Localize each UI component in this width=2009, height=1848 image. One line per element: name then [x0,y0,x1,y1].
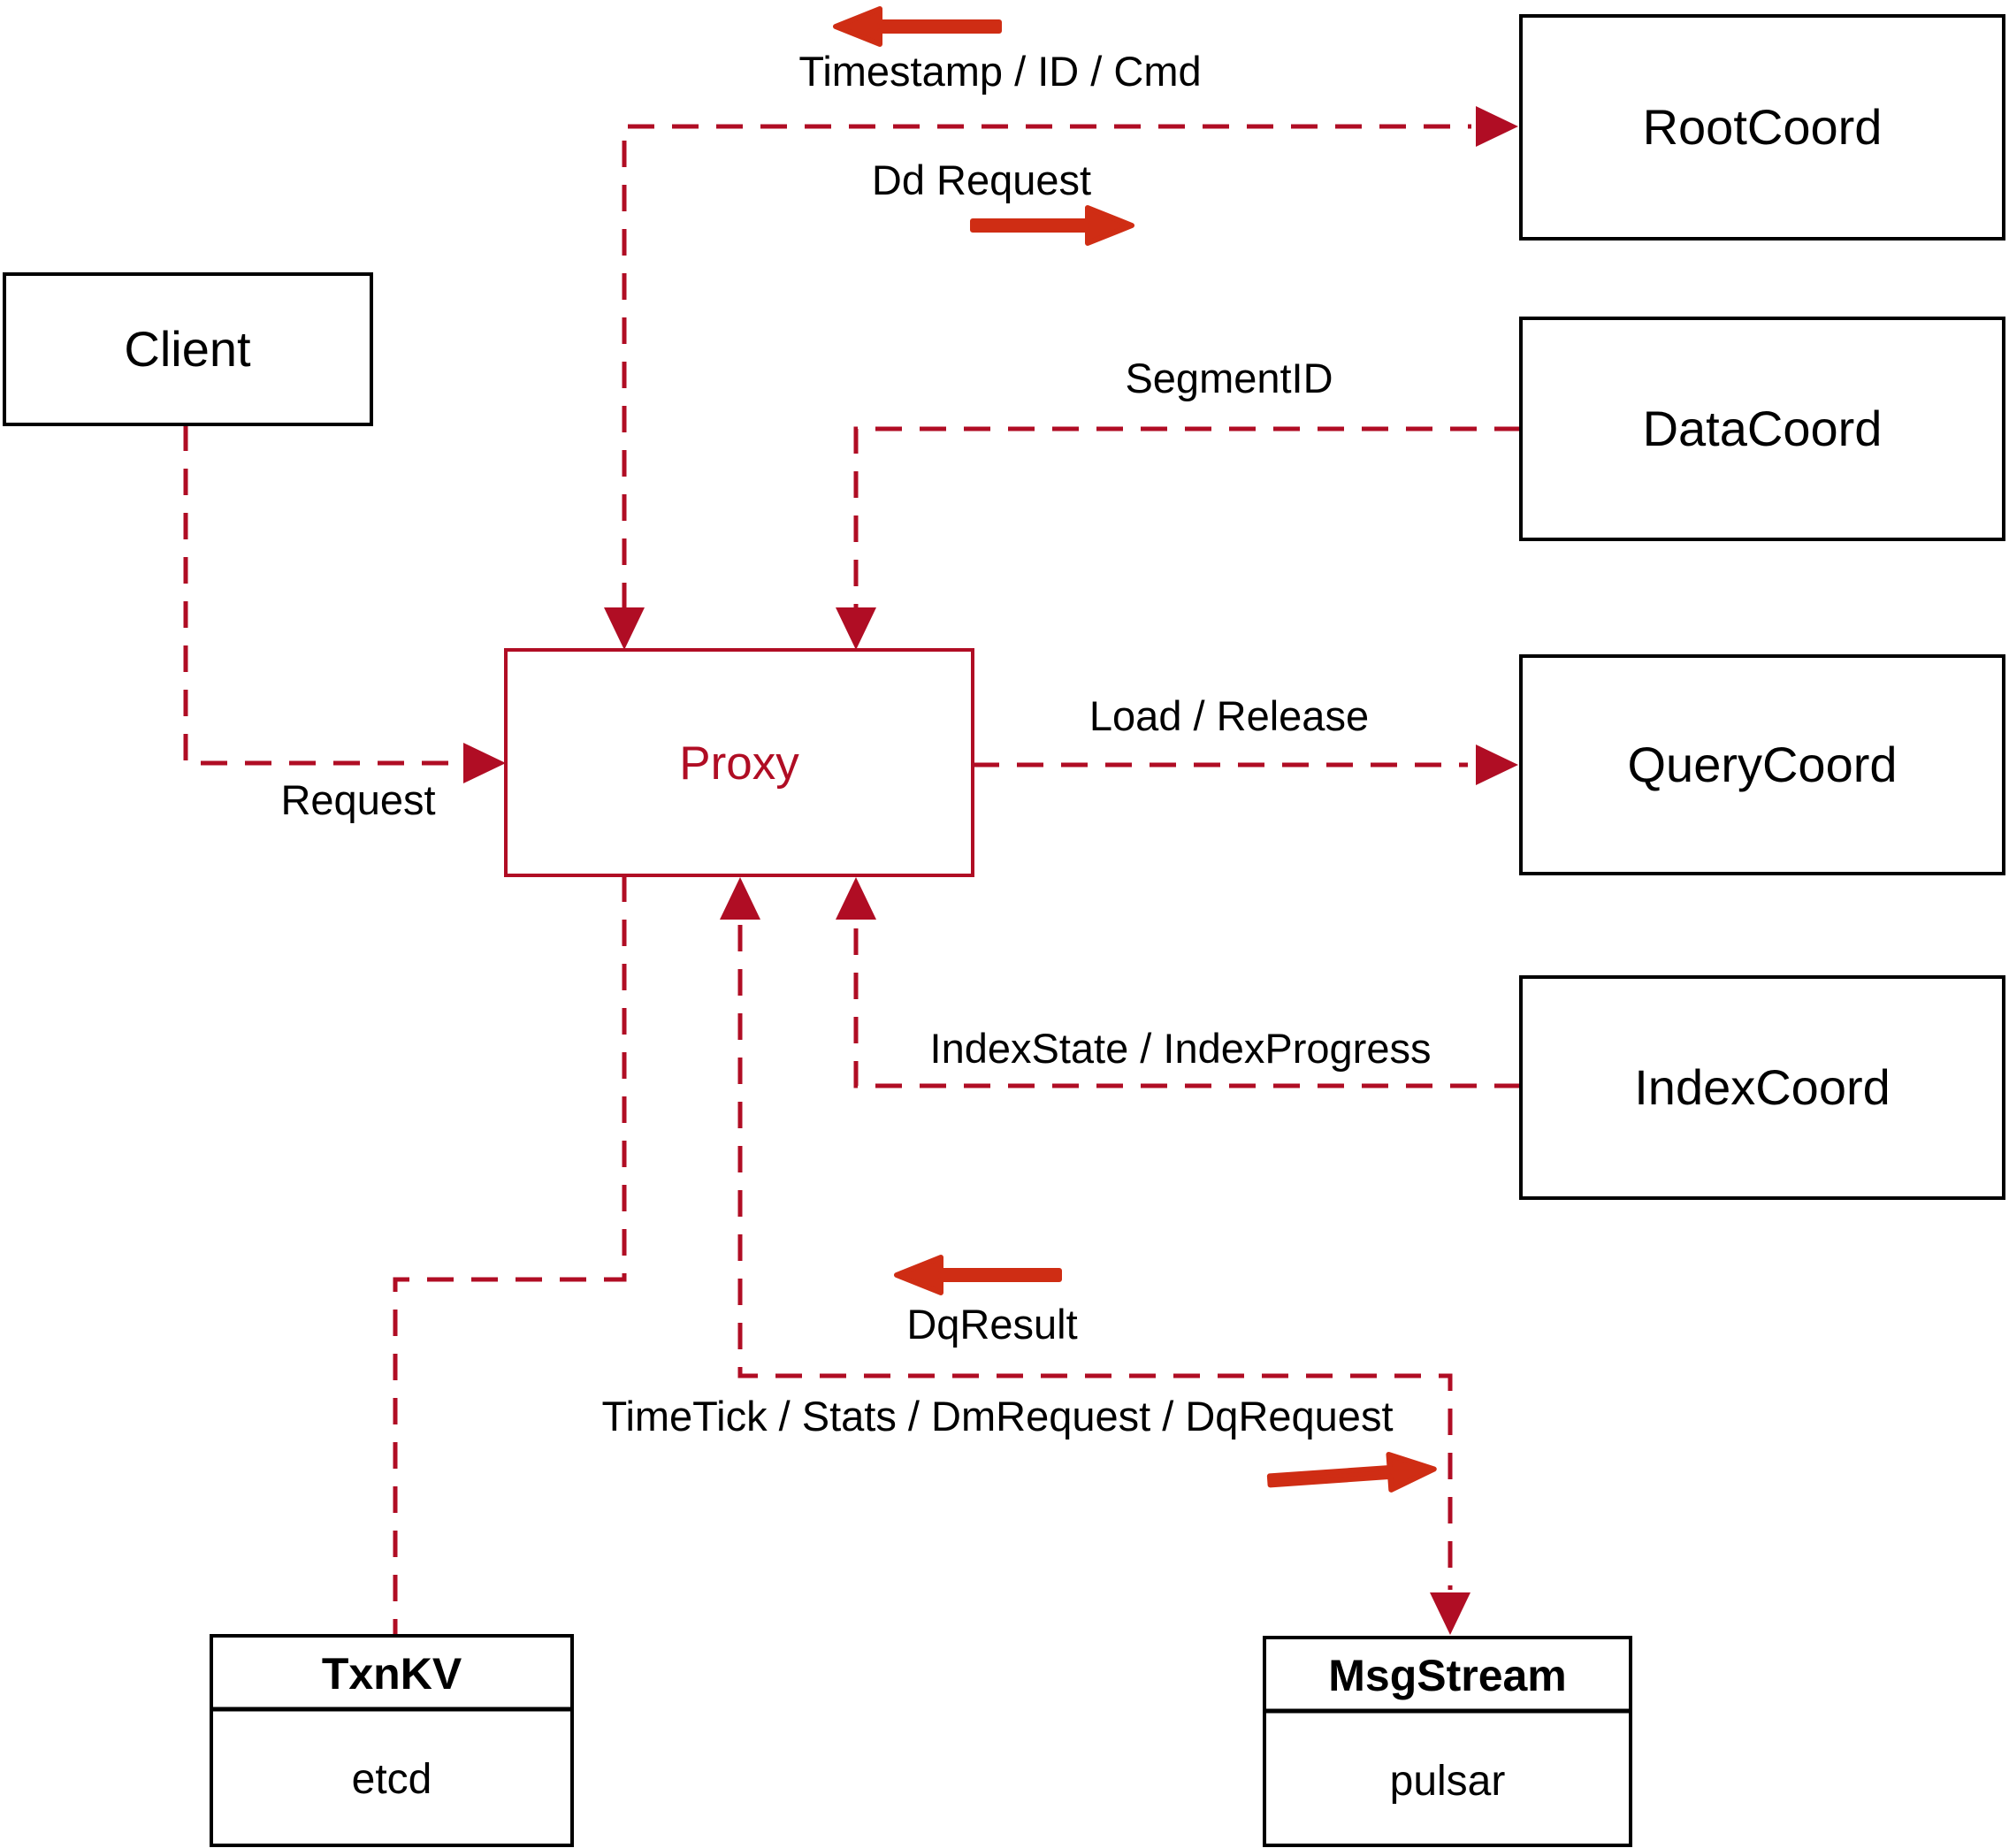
edge-label-index-state-progress: IndexState / IndexProgress [930,1025,1432,1072]
edge-label-dd-request: Dd Request [872,157,1091,203]
msgstream-impl-label: pulsar [1390,1758,1506,1805]
querycoord-box [1519,654,2005,875]
dd-request-direction-right-arrow-icon [970,205,1134,246]
edge-label-segment-id: SegmentID [1125,355,1333,401]
txnkv-title: TxnKV [322,1649,462,1699]
arrowhead-into-proxy-bottom-mid-icon [720,877,760,920]
querycoord-label: QueryCoord [1627,737,1897,792]
arrowhead-into-querycoord-icon [1476,745,1518,785]
arrowhead-into-proxy-left-icon [463,743,506,783]
txnkv-impl-label: etcd [352,1756,432,1803]
msgstream-title: MsgStream [1328,1651,1567,1700]
msgstream-box [1263,1636,1632,1847]
indexcoord-box [1519,975,2005,1200]
arrowhead-into-rootcoord-icon [1476,106,1518,147]
proxy-box [504,648,974,877]
proxy-label: Proxy [679,737,799,790]
edge-proxy-txnkv [393,875,627,1634]
arrowhead-into-proxy-bottom-right-icon [836,877,876,920]
edge-indexcoord-proxy [853,925,1521,1088]
rootcoord-label: RootCoord [1643,99,1883,155]
timestamp-direction-left-arrow-icon [833,6,1002,47]
txnkv-box [210,1634,574,1847]
client-label: Client [124,321,251,377]
dq-result-direction-left-arrow-icon [894,1255,1062,1295]
edge-label-dq-result: DqResult [906,1301,1077,1348]
edge-client-proxy [183,424,459,766]
arrowhead-into-msgstream-icon [1430,1592,1470,1635]
datacoord-box [1519,317,2005,541]
rootcoord-box [1519,14,2005,241]
indexcoord-label: IndexCoord [1634,1059,1891,1115]
datacoord-label: DataCoord [1643,401,1883,456]
arrowhead-into-proxy-top-left-icon [604,607,645,650]
time-tick-direction-right-arrow-icon [1266,1451,1437,1493]
arrowhead-into-proxy-top-right-icon [836,607,876,650]
edge-label-request: Request [280,776,435,823]
edge-proxy-msgstream [737,925,1453,1590]
edge-label-time-tick: TimeTick / Stats / DmRequest / DqRequest [601,1393,1393,1439]
edge-label-load-release: Load / Release [1089,692,1369,739]
client-box [3,272,373,426]
edge-datacoord-proxy [853,426,1521,609]
edge-label-timestamp-id-cmd: Timestamp / ID / Cmd [798,48,1201,95]
